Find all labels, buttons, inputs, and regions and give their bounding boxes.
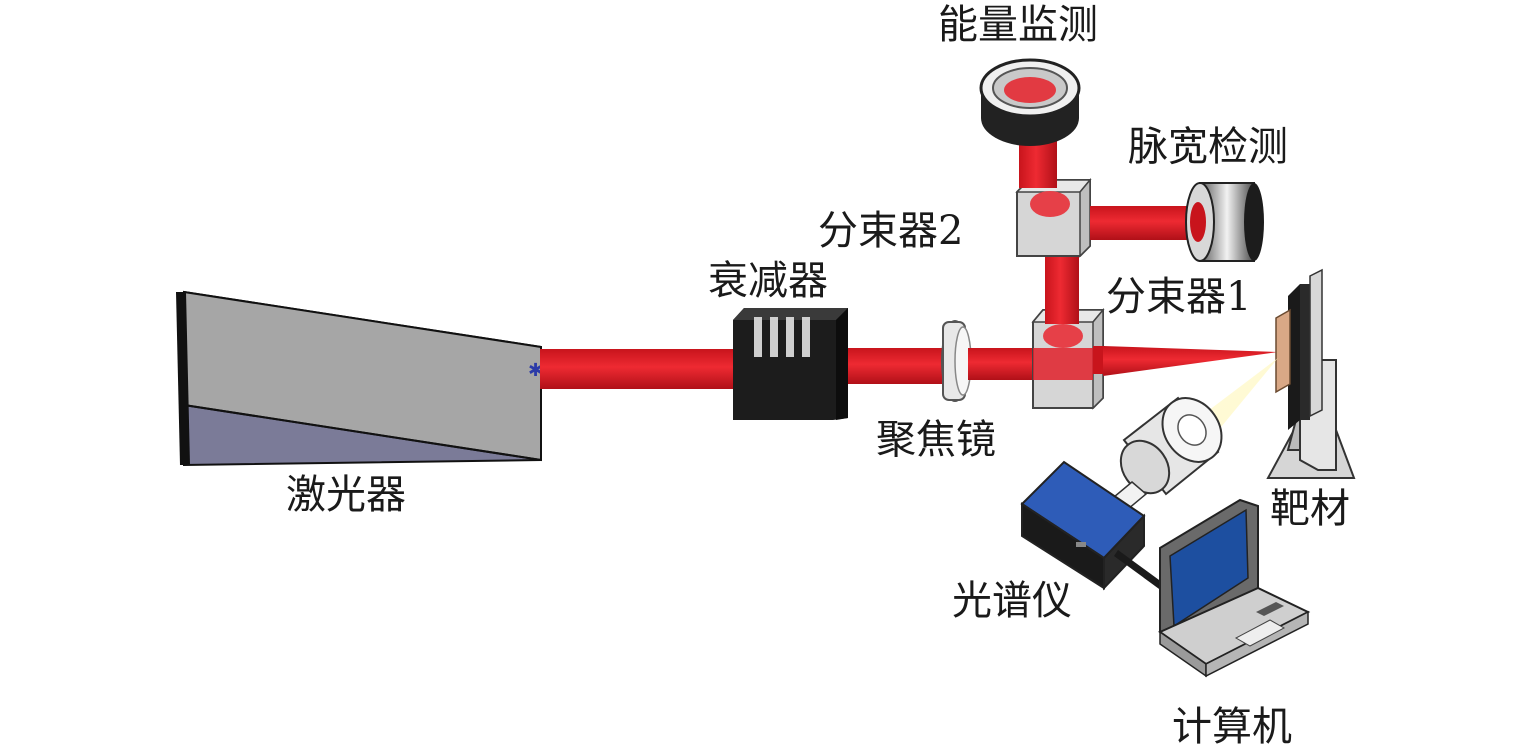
label-focusing-lens: 聚焦镜 xyxy=(876,417,996,463)
collection-lens-housing xyxy=(1119,396,1223,496)
beam-splitter-2 xyxy=(1015,177,1092,258)
label-laser: 激光器 xyxy=(286,472,406,518)
spectrometer xyxy=(1020,460,1146,591)
label-energy-monitor: 能量监测 xyxy=(938,2,1098,48)
pulse-width-detector xyxy=(1185,182,1264,262)
label-target: 靶材 xyxy=(1270,486,1350,532)
label-beam-splitter-1: 分束器1 xyxy=(1106,274,1251,320)
svg-text:✱: ✱ xyxy=(528,360,543,381)
focusing-lens xyxy=(941,320,972,402)
label-beam-splitter-2: 分束器2 xyxy=(818,208,963,254)
beam-segment-vertical-lower xyxy=(1045,252,1079,324)
beam-segment-attenuator xyxy=(848,348,943,384)
beam-segment-laser xyxy=(540,349,736,389)
label-pulse-width-monitor: 脉宽检测 xyxy=(1128,124,1288,170)
target-assembly xyxy=(1266,268,1356,479)
energy-monitor-detector xyxy=(979,58,1081,146)
laptop-computer xyxy=(1157,498,1311,678)
beam-splitter-1 xyxy=(1031,307,1105,410)
laser-body: ✱ xyxy=(176,290,543,467)
beam-focused-cone xyxy=(1103,346,1278,376)
label-spectrometer: 光谱仪 xyxy=(952,578,1072,624)
beam-segment-lens xyxy=(968,348,1034,380)
data-cable xyxy=(1114,550,1170,594)
attenuator xyxy=(733,308,848,420)
beam-segment-pulse xyxy=(1090,206,1190,240)
label-computer: 计算机 xyxy=(1172,704,1292,750)
label-attenuator: 衰减器 xyxy=(708,258,828,304)
